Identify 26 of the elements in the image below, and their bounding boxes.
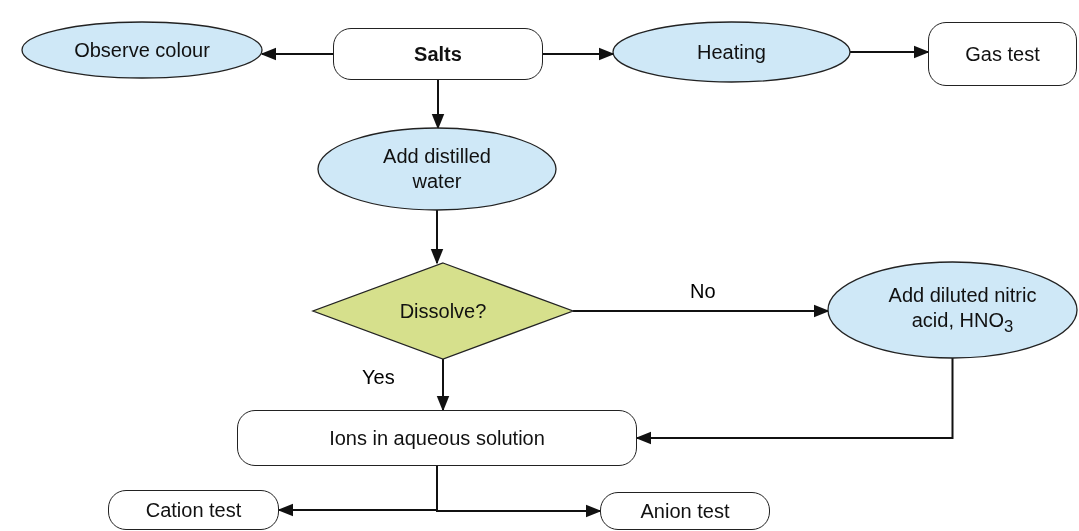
process-ellipse	[22, 22, 262, 78]
arrow	[260, 47, 334, 61]
process-box	[600, 492, 770, 530]
node-label: Dissolve?	[398, 298, 488, 324]
node-label: Gas test	[964, 41, 1041, 67]
decision-diamond	[313, 263, 573, 359]
process-box	[928, 22, 1077, 86]
arrow	[436, 358, 450, 412]
process-box	[333, 28, 543, 80]
node-label: Salts	[413, 41, 463, 67]
arrow	[431, 79, 445, 130]
node-label: Add diluted nitric acid, HNO$_{3}$	[887, 282, 1038, 338]
node-label: Add distilled water	[382, 144, 492, 194]
process-ellipse	[613, 22, 850, 82]
process-box	[108, 490, 279, 530]
process-ellipse	[828, 262, 1077, 358]
node-label: Heating	[696, 39, 767, 65]
node-label: Ions in aqueous solution	[328, 425, 546, 451]
arrow	[430, 209, 444, 265]
process-ellipse	[318, 128, 556, 210]
node-label: Cation test	[144, 497, 243, 523]
arrow	[635, 357, 954, 445]
node-label: Anion test	[639, 498, 731, 524]
arrow	[436, 465, 602, 518]
process-box	[237, 410, 637, 466]
node-label: Observe colour	[73, 37, 211, 63]
